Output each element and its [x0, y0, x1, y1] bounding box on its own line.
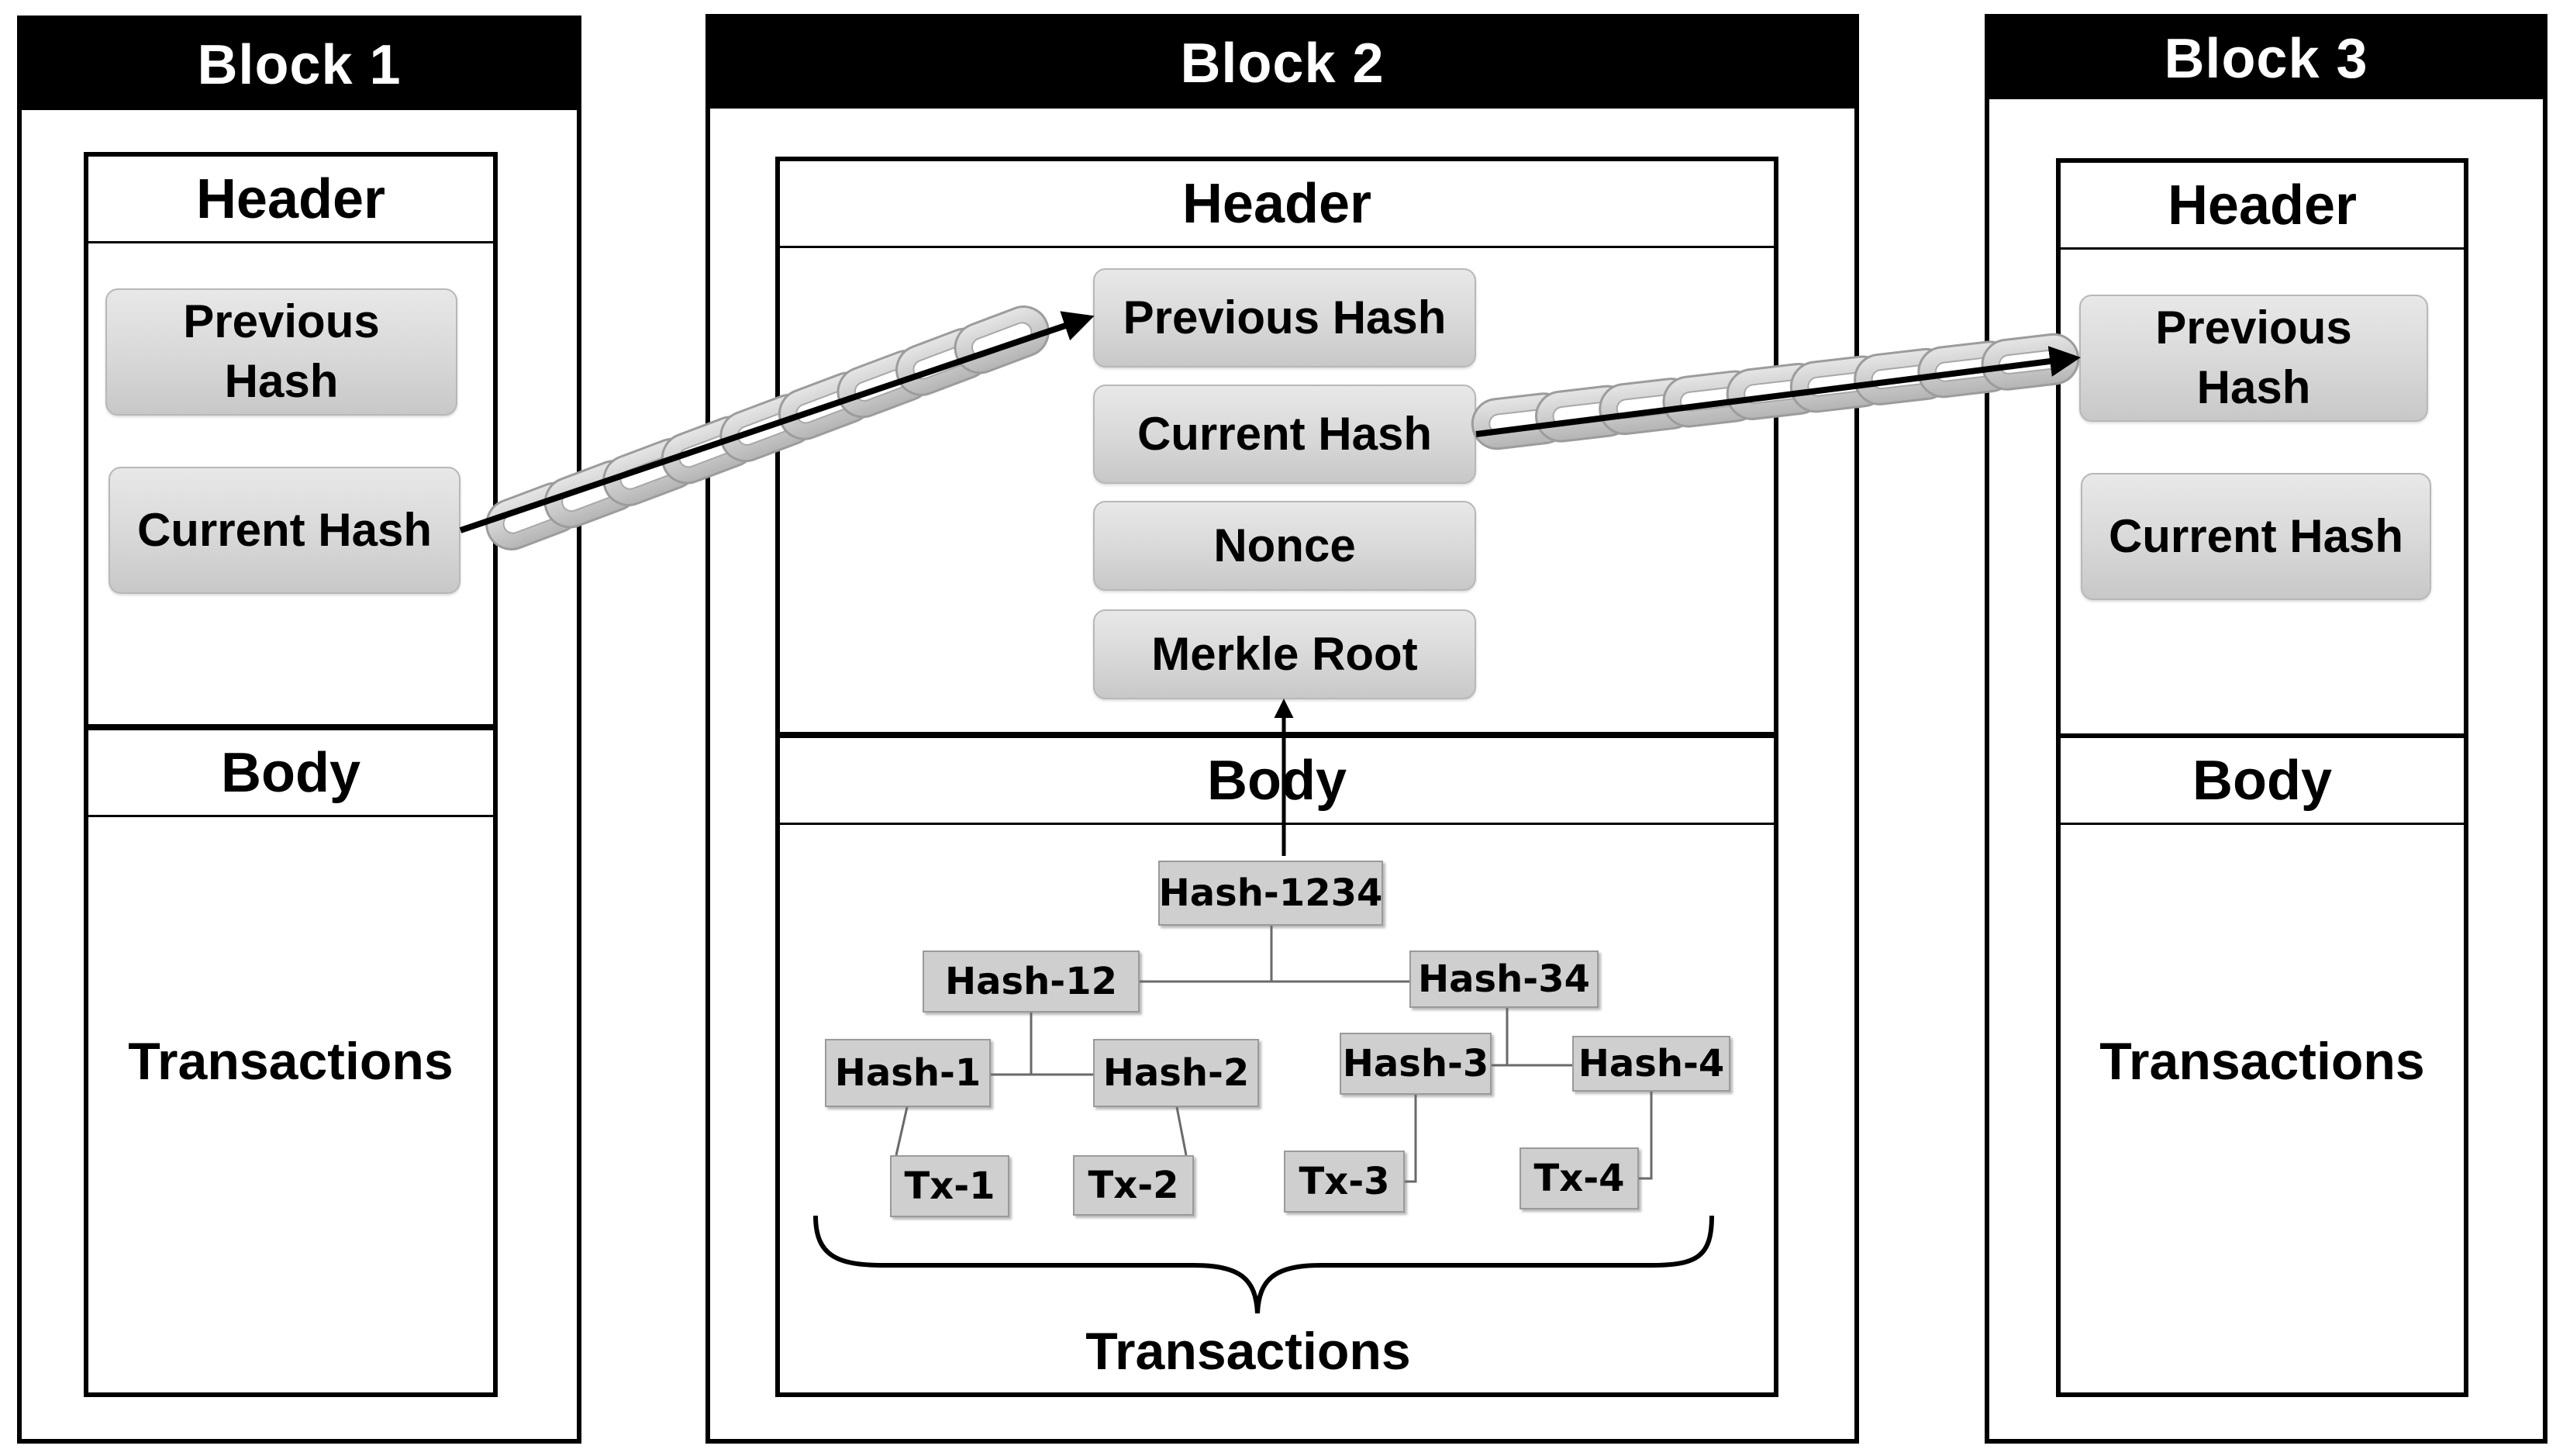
- block-1-header-label: Header: [88, 157, 493, 243]
- block-2-nonce: Nonce: [1093, 501, 1476, 591]
- merkle-node-hash-4: Hash-4: [1572, 1036, 1730, 1092]
- block-1-body-label: Body: [88, 730, 493, 817]
- block-2-title: Block 2: [710, 19, 1854, 109]
- block-1-title: Block 1: [22, 20, 577, 110]
- merkle-node-hash-3: Hash-3: [1340, 1033, 1492, 1095]
- block-3-header: Header: [2056, 158, 2468, 740]
- block-3-previous-hash: Previous Hash: [2079, 295, 2428, 422]
- merkle-node-hash-12: Hash-12: [923, 951, 1140, 1013]
- merkle-leaf-tx-2: Tx-2: [1073, 1155, 1194, 1216]
- block-2-current-hash: Current Hash: [1093, 385, 1476, 484]
- merkle-leaf-tx-4: Tx-4: [1520, 1147, 1639, 1209]
- block-3-body-label: Body: [2061, 738, 2464, 825]
- block-2-merkle-root: Merkle Root: [1093, 609, 1476, 699]
- merkle-node-hash-2: Hash-2: [1093, 1039, 1259, 1107]
- block-3-transactions: Transactions: [2099, 1032, 2425, 1091]
- block-2-header-label: Header: [780, 161, 1774, 248]
- block-3-current-hash: Current Hash: [2081, 473, 2431, 600]
- merkle-leaf-tx-3: Tx-3: [1284, 1151, 1405, 1213]
- block-2-previous-hash: Previous Hash: [1093, 268, 1476, 367]
- block-1-body: Body: [84, 726, 498, 1397]
- block-3-body: Body: [2056, 733, 2468, 1397]
- block-3-header-label: Header: [2061, 163, 2464, 250]
- block-3-title: Block 3: [1989, 19, 2543, 99]
- merkle-root-node: Hash-1234: [1158, 861, 1383, 926]
- block-1-transactions: Transactions: [128, 1032, 454, 1091]
- block-1-previous-hash: Previous Hash: [105, 288, 457, 416]
- block-1-header: Header: [84, 152, 498, 729]
- merkle-leaf-tx-1: Tx-1: [890, 1155, 1009, 1217]
- block-2-body-label: Body: [780, 738, 1774, 825]
- merkle-node-hash-34: Hash-34: [1409, 951, 1599, 1008]
- block-1-current-hash: Current Hash: [109, 467, 461, 594]
- merkle-node-hash-1: Hash-1: [825, 1039, 991, 1107]
- block-2-transactions-label: Transactions: [1085, 1322, 1411, 1381]
